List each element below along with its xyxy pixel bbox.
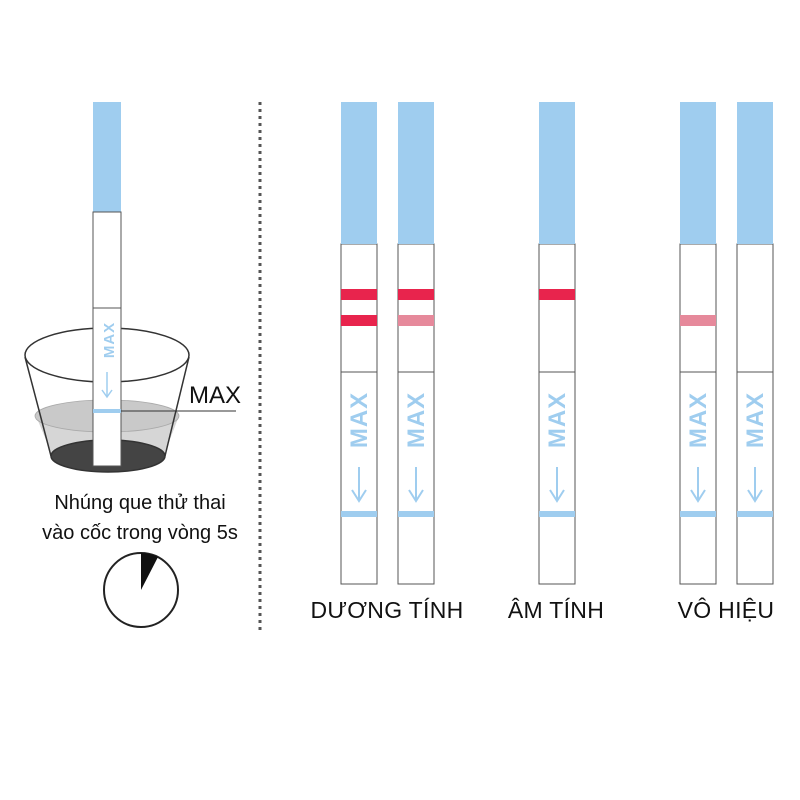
strip-handle bbox=[539, 102, 575, 244]
arrow-down-icon bbox=[549, 467, 565, 503]
cup-side-left bbox=[24, 356, 52, 457]
result-strips: MAX MAX MAX MAX MAX bbox=[340, 102, 774, 585]
strip-max-text: MAX bbox=[544, 392, 571, 448]
strip-body bbox=[92, 211, 122, 467]
strip-max-line bbox=[737, 511, 773, 517]
test-line bbox=[680, 315, 716, 326]
instruction-text: Nhúng que thử thai vào cốc trong vòng 5s bbox=[20, 488, 260, 548]
strip-max-text: MAX bbox=[101, 322, 118, 358]
strip-positive-2: MAX bbox=[397, 102, 435, 585]
arrow-down-icon bbox=[747, 467, 763, 503]
control-line bbox=[341, 289, 377, 300]
label-positive: DƯƠNG TÍNH bbox=[310, 597, 464, 623]
strip-handle bbox=[341, 102, 377, 244]
label-negative: ÂM TÍNH bbox=[507, 597, 605, 623]
instruction-line-1: Nhúng que thử thai bbox=[54, 492, 226, 514]
cup-side-right bbox=[164, 356, 190, 457]
strip-max-line bbox=[341, 511, 377, 517]
strip-max-text: MAX bbox=[742, 392, 769, 448]
strip-invalid-2: MAX bbox=[736, 102, 774, 585]
strip-handle bbox=[93, 102, 121, 212]
arrow-down-icon bbox=[408, 467, 424, 503]
strip-invalid-1: MAX bbox=[679, 102, 717, 585]
strip-positive-1: MAX bbox=[340, 102, 378, 585]
strip-max-line bbox=[398, 511, 434, 517]
strip-handle bbox=[680, 102, 716, 244]
cup-demo: MAX bbox=[24, 102, 236, 628]
strip-negative: MAX bbox=[538, 102, 576, 585]
strip-body bbox=[679, 243, 717, 585]
strip-handle bbox=[737, 102, 773, 244]
control-line bbox=[539, 289, 575, 300]
strip-max-line bbox=[539, 511, 575, 517]
strip-max-text: MAX bbox=[403, 392, 430, 448]
instruction-line-2: vào cốc trong vòng 5s bbox=[42, 522, 238, 544]
arrow-down-icon bbox=[351, 467, 367, 503]
timer-wedge bbox=[141, 552, 158, 590]
clock-icon bbox=[103, 552, 179, 628]
strip-max-line bbox=[93, 409, 121, 413]
strip-max-text: MAX bbox=[346, 392, 373, 448]
control-line bbox=[398, 289, 434, 300]
max-level-label: MAX bbox=[189, 382, 242, 409]
arrow-down-icon bbox=[101, 372, 113, 399]
strip-max-line bbox=[680, 511, 716, 517]
strip-max-text: MAX bbox=[685, 392, 712, 448]
dipped-test-strip: MAX bbox=[92, 102, 122, 467]
test-line bbox=[398, 315, 434, 326]
arrow-down-icon bbox=[690, 467, 706, 503]
test-line bbox=[341, 315, 377, 326]
label-invalid: VÔ HIỆU bbox=[677, 597, 775, 623]
strip-body bbox=[736, 243, 774, 585]
strip-handle bbox=[398, 102, 434, 244]
